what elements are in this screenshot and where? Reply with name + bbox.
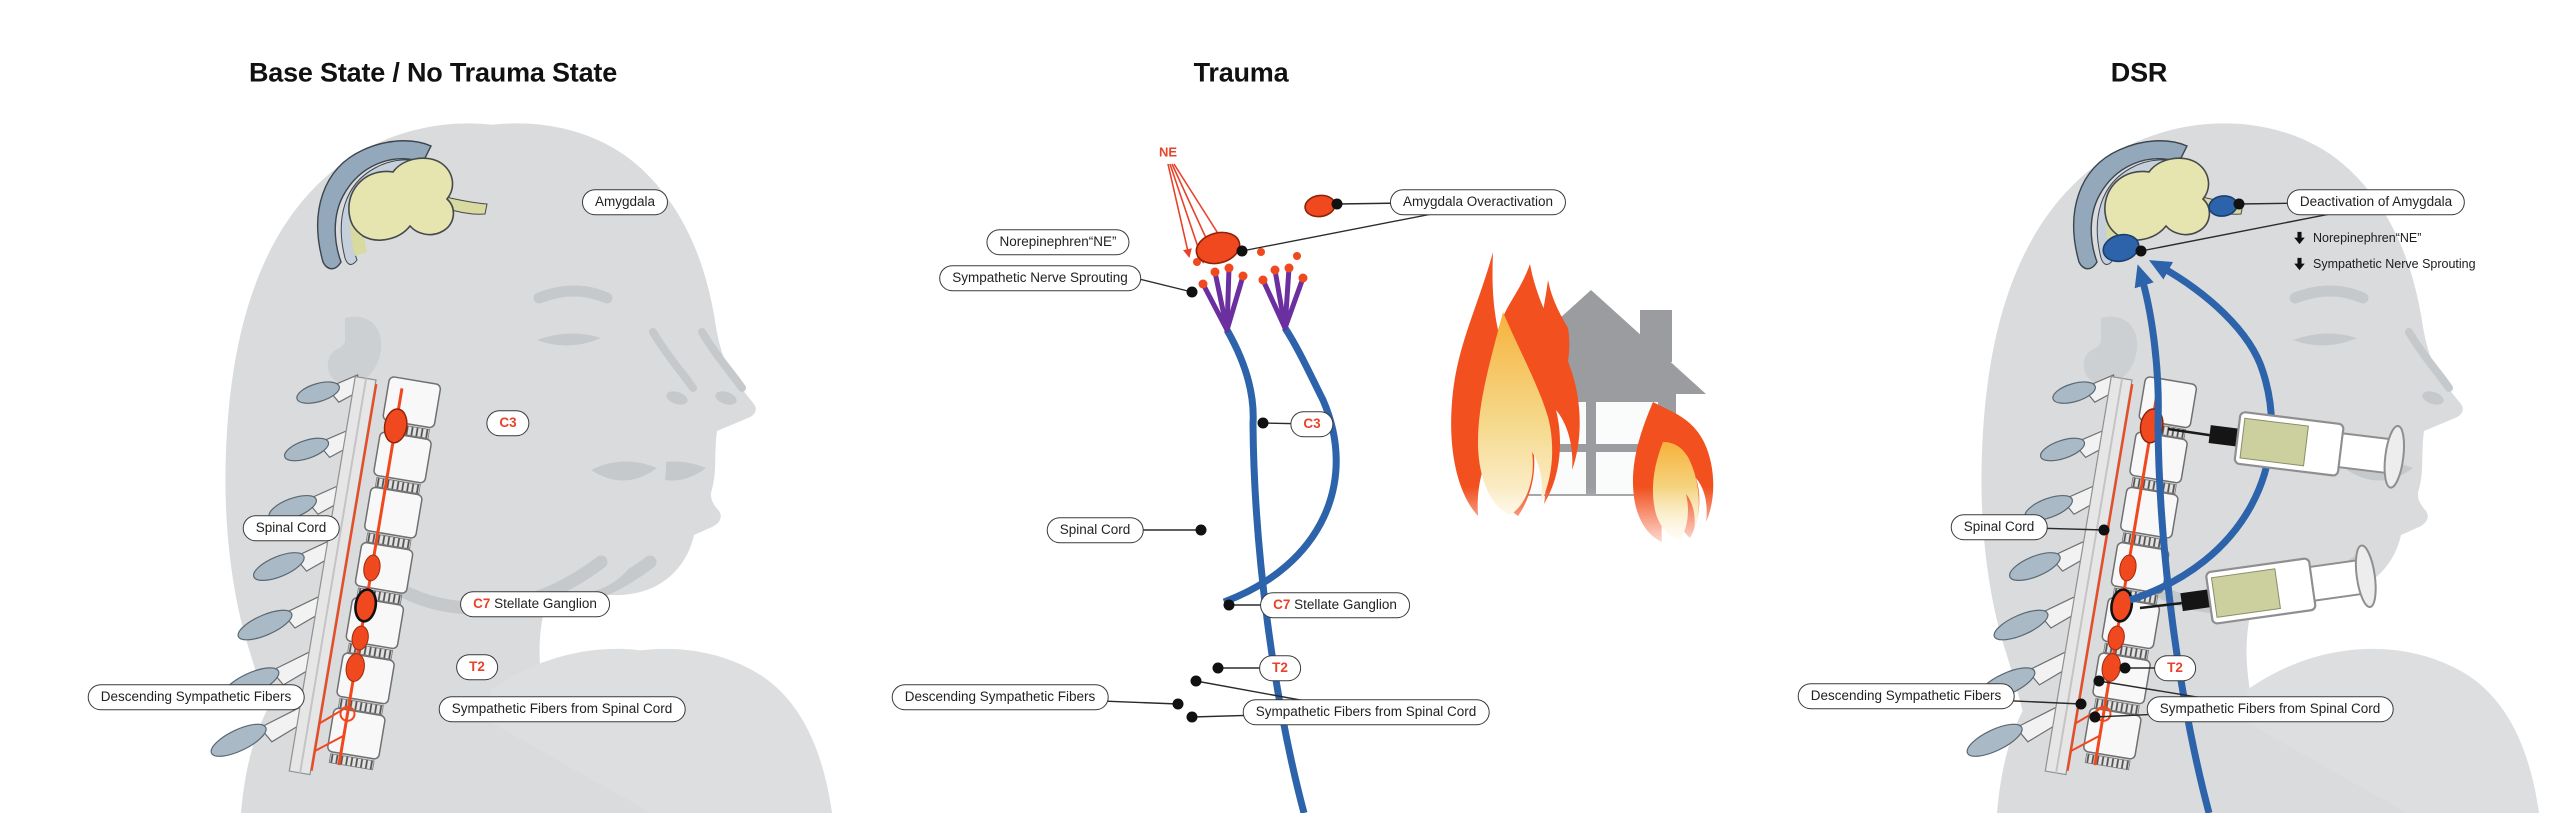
label-amygdala: Amygdala xyxy=(581,189,669,215)
label-descending-fibers: Descending Sympathetic Fibers xyxy=(891,684,1109,710)
label-c3: C3 xyxy=(1290,411,1334,437)
label-descending-fibers: Descending Sympathetic Fibers xyxy=(1797,683,2015,709)
label-descending-fibers: Descending Sympathetic Fibers xyxy=(87,684,305,710)
label-fibers-from-cord: Sympathetic Fibers from Spinal Cord xyxy=(438,696,686,722)
down-arrow-icon xyxy=(2294,257,2305,271)
label-norepinephrine: Norepinephren“NE” xyxy=(986,229,1130,255)
nerve-trunks xyxy=(1222,326,1340,813)
label-spinal-cord: Spinal Cord xyxy=(1950,514,2048,540)
label-fibers-from-cord: Sympathetic Fibers from Spinal Cord xyxy=(1242,699,1490,725)
label-ne: NE xyxy=(1158,144,1178,160)
sprouting-decrease-row: Sympathetic Nerve Sprouting xyxy=(2293,256,2476,272)
label-spinal-cord: Spinal Cord xyxy=(1046,517,1144,543)
panel-title-trauma: Trauma xyxy=(1193,57,1289,88)
label-deactivation-of-amygdala: Deactivation of Amygdala xyxy=(2286,189,2466,215)
amygdala-overactive-shapes xyxy=(1195,194,1336,265)
label-t2: T2 xyxy=(456,654,498,680)
label-c3: C3 xyxy=(486,410,530,436)
panel-title-dsr: DSR xyxy=(2110,57,2168,88)
label-c7-stellate-ganglion: C7 Stellate Ganglion xyxy=(1260,592,1410,618)
burning-house-icon xyxy=(1438,252,1728,557)
connector-dots-dsr xyxy=(2075,198,2245,723)
norepinephrine-decrease-row: Norepinephren“NE” xyxy=(2293,230,2421,246)
label-nerve-sprouting: Sympathetic Nerve Sprouting xyxy=(939,265,1141,291)
connector-dots-trauma xyxy=(1172,198,1343,723)
amygdala-deactivated-shapes xyxy=(2102,195,2238,263)
label-fibers-from-cord: Sympathetic Fibers from Spinal Cord xyxy=(2146,696,2394,722)
panel-trauma-art xyxy=(204,123,1728,813)
label-t2: T2 xyxy=(2154,655,2196,681)
down-arrow-icon xyxy=(2294,231,2305,245)
label-spinal-cord: Spinal Cord xyxy=(242,515,340,541)
label-t2: T2 xyxy=(1259,655,1301,681)
label-amygdala-overactivation: Amygdala Overactivation xyxy=(1389,189,1567,215)
label-c7-stellate-ganglion: C7 Stellate Ganglion xyxy=(460,591,610,617)
nerve-sprouts xyxy=(1200,265,1306,333)
panel-title-base: Base State / No Trauma State xyxy=(248,57,618,88)
